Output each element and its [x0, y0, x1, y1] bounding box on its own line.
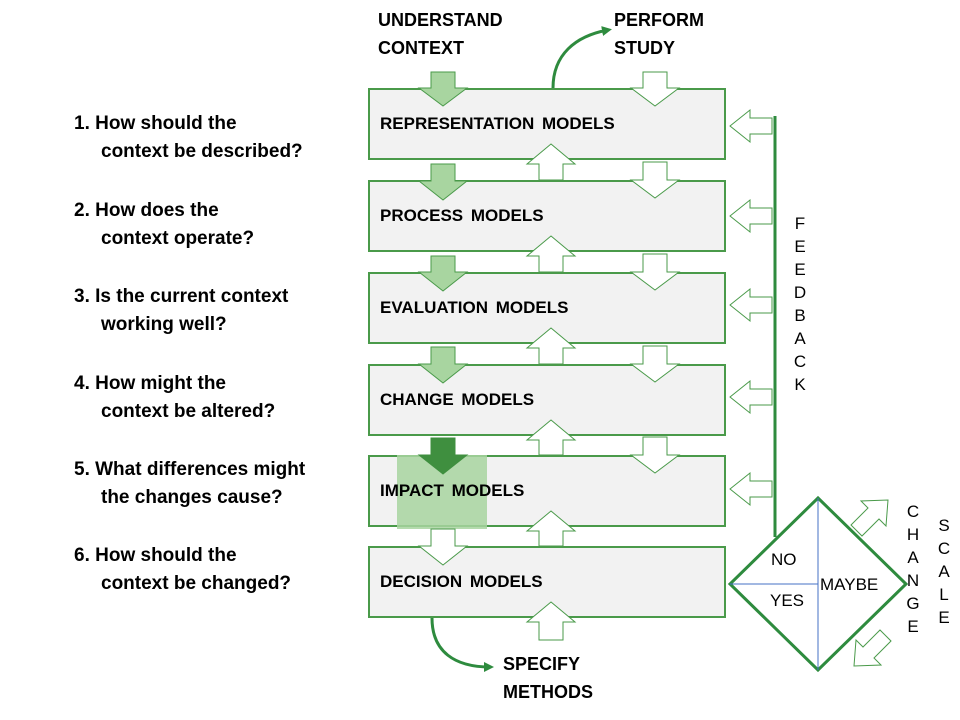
- up-arrow-outline-3: [525, 327, 577, 365]
- question-2-line2: context operate?: [101, 228, 255, 249]
- scale-letter: L: [939, 585, 949, 604]
- change-models-label: CHANGE MODELS: [380, 390, 535, 409]
- question-1-line1: 1. How should the: [74, 113, 237, 134]
- question-3-line1: 3. Is the current context: [74, 286, 289, 307]
- diamond-no-label: NO: [771, 550, 797, 569]
- question-2: 2. How does the context operate?: [74, 197, 254, 253]
- change-letter: G: [906, 594, 920, 613]
- question-4: 4. How might the context be altered?: [74, 370, 275, 426]
- feedback-letter: F: [794, 214, 806, 233]
- feedback-vertical-label: F E E D B A C K: [790, 212, 810, 396]
- question-6-line2: context be changed?: [101, 573, 292, 594]
- feedback-letter: C: [793, 352, 807, 371]
- up-arrow-outline-2: [525, 235, 577, 273]
- question-4-line1: 4. How might the: [74, 373, 226, 394]
- scale-vertical-label: S C A L E: [934, 514, 954, 629]
- question-5-line1: 5. What differences might: [74, 459, 306, 480]
- scale-letter: S: [938, 516, 950, 535]
- question-6-line1: 6. How should the: [74, 545, 237, 566]
- question-5: 5. What differences might the changes ca…: [74, 456, 305, 512]
- representation-models-label: REPRESENTATION MODELS: [380, 114, 615, 133]
- question-1: 1. How should the context be described?: [74, 110, 303, 166]
- down-arrow-filled-3: [417, 255, 469, 292]
- question-4-line2: context be altered?: [101, 401, 276, 422]
- specify-methods-label: SPECIFY METHODS: [503, 654, 593, 702]
- down-arrow-outline-6: [417, 528, 469, 566]
- scale-down-arrow: [853, 629, 892, 667]
- down-arrow-outline-r1: [629, 71, 681, 107]
- feedback-arrow-4: [729, 379, 773, 415]
- down-arrow-filled-5: [417, 437, 469, 475]
- decision-models-label: DECISION MODELS: [380, 572, 543, 591]
- feedback-arrow-5: [729, 471, 773, 507]
- evaluation-models-label: EVALUATION MODELS: [380, 298, 569, 317]
- feedback-arrow-3: [729, 287, 773, 323]
- up-arrow-outline-1: [525, 143, 577, 181]
- down-arrow-outline-r4: [629, 345, 681, 383]
- change-letter: N: [906, 571, 920, 590]
- question-3: 3. Is the current context working well?: [74, 283, 288, 339]
- question-6: 6. How should the context be changed?: [74, 542, 291, 598]
- feedback-letter: E: [794, 260, 806, 279]
- up-arrow-outline-5: [525, 510, 577, 547]
- change-vertical-label: C H A N G E: [903, 500, 923, 638]
- feedback-letter: D: [793, 283, 807, 302]
- question-2-line1: 2. How does the: [74, 200, 219, 221]
- feedback-letter: B: [794, 306, 806, 325]
- decision-models-box: DECISION MODELS: [368, 546, 726, 618]
- diamond-yes-label: YES: [770, 591, 805, 610]
- feedback-arrow-1: [729, 108, 773, 144]
- specify-methods-curve-arrow: [430, 617, 494, 672]
- down-arrow-outline-r3: [629, 253, 681, 291]
- question-1-line2: context be described?: [101, 141, 303, 162]
- down-arrow-filled-1: [417, 71, 469, 107]
- up-arrow-outline-6: [525, 601, 577, 641]
- scale-up-arrow: [850, 499, 889, 537]
- down-arrow-outline-r2: [629, 161, 681, 199]
- change-letter: E: [907, 617, 919, 636]
- change-letter: A: [907, 548, 919, 567]
- perform-study-curve-arrow: [551, 26, 612, 89]
- scale-letter: A: [938, 562, 950, 581]
- down-arrow-filled-4: [417, 346, 469, 384]
- up-arrow-outline-4: [525, 419, 577, 456]
- question-3-line2: working well?: [101, 314, 227, 335]
- understand-context-label: UNDERSTAND CONTEXT: [378, 10, 503, 58]
- diamond-maybe-label: MAYBE: [820, 575, 879, 594]
- change-letter: C: [906, 502, 920, 521]
- feedback-letter: K: [794, 375, 806, 394]
- scale-letter: C: [937, 539, 951, 558]
- down-arrow-outline-r5: [629, 436, 681, 474]
- change-letter: H: [906, 525, 920, 544]
- perform-study-label: PERFORM STUDY: [614, 10, 704, 58]
- feedback-arrow-2: [729, 198, 773, 234]
- scale-letter: E: [938, 608, 950, 627]
- feedback-letter: E: [794, 237, 806, 256]
- feedback-letter: A: [794, 329, 806, 348]
- process-models-label: PROCESS MODELS: [380, 206, 544, 225]
- down-arrow-filled-2: [417, 163, 469, 201]
- impact-models-label: IMPACT MODELS: [380, 481, 525, 500]
- question-5-line2: the changes cause?: [101, 487, 283, 508]
